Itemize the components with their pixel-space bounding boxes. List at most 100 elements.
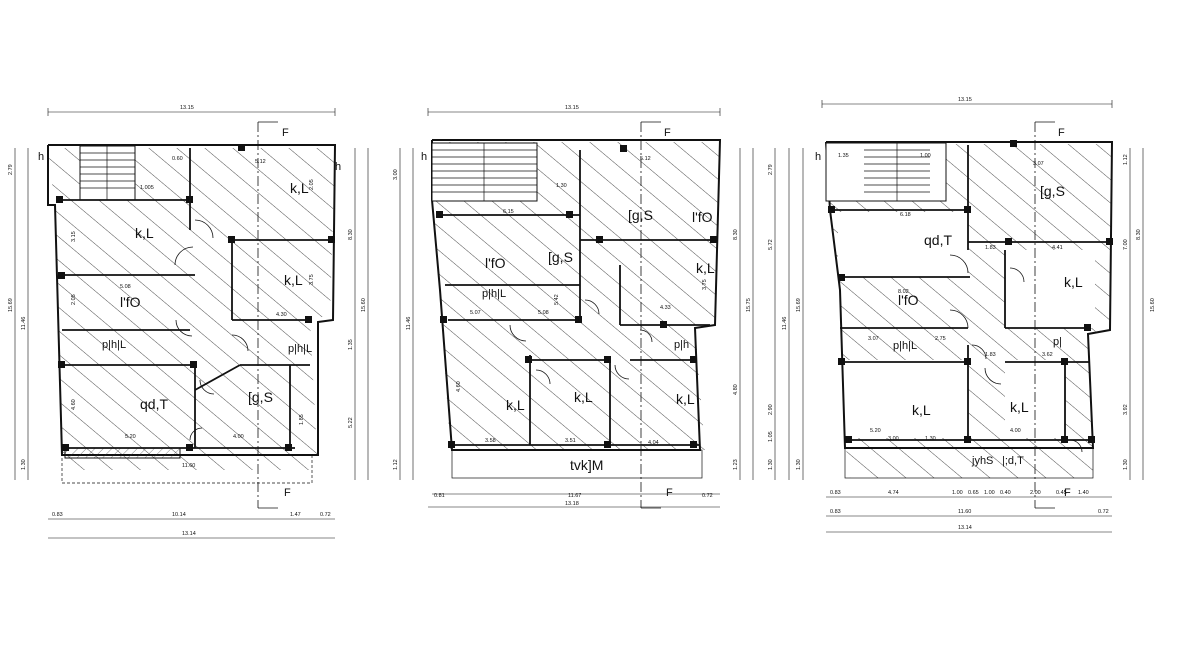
plan-3-bottom-dim: 1.00 [984,490,995,496]
plan-1-stair-steps [80,146,135,200]
plan-3-bottom-dim: 2.00 [1030,490,1041,496]
plan-2-left-dim: 1.12 [393,459,399,470]
plan-3-right-dim: 8.30 [1136,229,1142,240]
plan-3-interior-dim: 1.30 [925,436,936,442]
plan-1-interior-dim: 5.08 [120,284,131,290]
plan-1-left-dim: 15.69 [8,298,14,312]
plan-2-right-dim: 8.30 [733,229,739,240]
plan-2-stair-steps [432,143,537,201]
plan-1-room-label: l'fO [120,294,141,310]
plan-1-room-label: p|h|L [102,339,126,351]
plan-1-left-dim: 2.79 [8,164,14,175]
plan-2-interior-walls [440,150,715,446]
plan-3-left-dim: 1.05 [768,431,774,442]
plan-2-stair-label: h [421,151,427,163]
plan-1-stair [79,145,136,201]
plan-3-stair-steps [864,143,930,201]
plan-3-interior-dim: 4.41 [1052,245,1063,251]
plan-1-interior-dim: 4.60 [71,399,77,410]
plan-3-room-label: p|h|L [893,340,917,352]
plan-3-bottom-dim: 4.74 [888,490,899,496]
plan-1-interior-dim: 3.75 [309,274,315,285]
plan-1-bottom-total: 13.14 [182,531,196,537]
plan-1-right-dim: 8.30 [348,229,354,240]
plan-2-bottom-dim: 11.67 [568,493,581,499]
plan-2-left-dim: 3.00 [393,169,399,180]
plan-2-doors [509,299,653,385]
plan-1-inner-bottom-dim: 11.60 [182,463,195,469]
plan-3-bottom-dim: 1.00 [952,490,963,496]
plan-1-outer-wall [47,144,337,456]
plan-3-room-clear-c [1005,250,1095,328]
plan-3-room-label: k,L [1010,399,1029,415]
plan-2-stair [431,142,538,202]
plan-3-room-label: k,L [912,402,931,418]
plan-3-room-clear-a [838,212,968,277]
plan-3-bottom-mid-total: 11.60 [958,509,971,515]
plan-1-room-label: k,L [135,225,154,241]
plan-1-dimension-lines [14,108,369,539]
plan-3-right-dim: 3.92 [1123,404,1129,415]
plan-1-room-label: k,L [284,272,303,288]
plan-1-right-dim: 15.60 [361,298,367,312]
plan-1-section-label-bottom: F [284,487,291,499]
plan-2-top-dim: 13.15 [565,105,579,111]
plan-2-right-dim: 4.80 [733,384,739,395]
plan-3-right-dim: 1.12 [1123,154,1129,165]
plan-1-interior-dim: 0.60 [172,156,183,162]
plan-3-dimension-lines [774,100,1144,533]
plan-2-interior-dim: 6.15 [503,209,514,215]
plan-2-section-label-bottom: F [666,487,673,499]
plan-3-bottom-dim: 0.65 [968,490,979,496]
plan-3-bottom-dim: 1.40 [1078,490,1089,496]
plan-1-hatch-area [48,148,335,470]
plan-2-dimension-lines [399,108,754,508]
plan-1-interior-dim: 4.30 [276,312,287,318]
plan-3-right-dim: 1.30 [1123,459,1129,470]
plan-3-interior-walls [830,145,1110,441]
plan-1-room-label: k,L [290,180,309,196]
plan-3-bottom-dim: 0.45 [1056,490,1067,496]
plan-3-left-dim: 2.79 [768,164,774,175]
plan-3-interior-dim: 3.07 [868,336,879,342]
plan-3-left-dim: 11.46 [782,317,788,330]
plan-1: F F h h k,L k,L k,L l'fO p|h|L p|h|L qd,… [8,105,369,539]
plan-3-interior-dim: 1.35 [838,153,849,159]
plan-1-bottom-dim: 1.47 [290,512,301,518]
plan-3-bottom-dim: 0.40 [1000,490,1011,496]
plan-2-interior-dim: 3.58 [485,438,496,444]
plan-3-interior-dim: 3.62 [1042,352,1053,358]
plan-3-interior-dim: 2.75 [935,336,946,342]
plan-2-left-dim: 11.46 [406,317,412,330]
plan-1-interior-walls [60,148,330,449]
plan-1-interior-dim: 5.12 [255,159,266,165]
plan-1-interior-dim: 2.05 [71,294,77,305]
plan-3-bottom-side-dim: 0.83 [830,509,841,515]
plan-3-top-dim: 13.15 [958,97,972,103]
plan-1-bottom-dim: 0.72 [320,512,331,518]
plan-1-left-dim: 11.46 [21,317,27,330]
plan-3-interior-dim: 1.83 [985,245,996,251]
plan-2-interior-dim: 5.08 [538,310,549,316]
plan-1-stair-label-right: h [335,161,341,173]
plan-2-bottom-total: 13.18 [565,501,579,507]
plan-1-section-label-top: F [282,127,289,139]
plan-2-room-label: l'fO [485,255,506,271]
plan-1-bottom-dim: 0.83 [52,512,63,518]
plan-2-interior-dim: 5.07 [470,310,481,316]
plan-2-right-dim: 1.23 [733,459,739,470]
plan-1-interior-dim: 1.85 [299,414,305,425]
plan-3-stair [825,142,947,202]
plan-3-room-label: qd,T [924,232,952,248]
plan-3-bottom-total: 13.14 [958,525,972,531]
plan-3-doors [949,254,1083,453]
plan-2-right-dim: 15.75 [746,298,752,312]
plan-2-room-label: tvk]M [570,457,603,473]
plan-3-room-label: p| [1053,336,1062,348]
plan-2-interior-dim: 5.42 [554,294,560,305]
plan-3: F F h [g,S qd,T k,L l'fO p|h|L p| k,L k,… [768,97,1156,533]
plan-3-interior-dim: 3.00 [888,436,899,442]
plan-3-room-label: l'fO [898,292,919,308]
plan-3-right-dim: 7.00 [1123,239,1129,250]
